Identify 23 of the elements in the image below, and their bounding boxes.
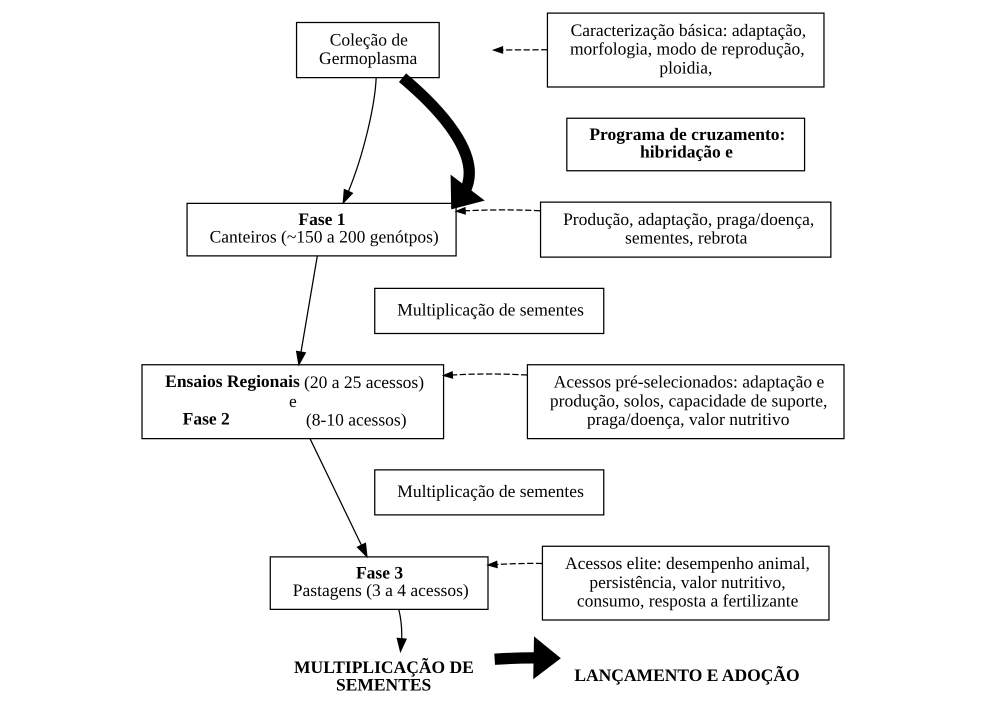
node-box: Programa de cruzamento: hibridação e (566, 118, 805, 172)
node-box: Produção, adaptação, praga/doença, sementes, rebrota (539, 201, 831, 258)
node-box: Caracterização básica: adaptação, morfologia, modo de reprodução, ploidia, (546, 12, 824, 88)
arrow (491, 46, 547, 54)
arrow (494, 636, 560, 680)
arrow (342, 78, 376, 205)
node-box: Acessos elite: desempenho animal, persistência, valor nutritivo, consumo, resposta a fertilizante (541, 546, 830, 621)
node-box: Fase 1 Canteiros (~150 a 200 genótpos) (186, 202, 456, 257)
node-box: Multiplicação de sementes (374, 469, 604, 516)
arrow (396, 609, 406, 654)
node-box: Acessos pré-selecionados: adaptação e produção, solos, capacidade de suporte, praga/doença, valor nutritivo (526, 364, 844, 440)
arrow (398, 73, 484, 210)
arrow (441, 370, 527, 379)
arrow (454, 206, 540, 215)
node-box: Fase 3 Pastagens (3 a 4 acessos) (269, 556, 488, 610)
node-text: LANÇAMENTO E ADOÇÃO (574, 664, 800, 685)
node-box: Multiplicação de sementes (374, 288, 604, 334)
arrow (309, 438, 368, 558)
arrow (295, 256, 318, 366)
node-text: MULTIPLICAÇÃO DE SEMENTES (294, 656, 474, 694)
node-box: Ensaios Regionais (20 a 25 acessos) e Fase 2 (8-10 acessos) (140, 364, 444, 440)
arrow (486, 560, 542, 568)
node-box: Coleção de Germoplasma (295, 22, 440, 78)
